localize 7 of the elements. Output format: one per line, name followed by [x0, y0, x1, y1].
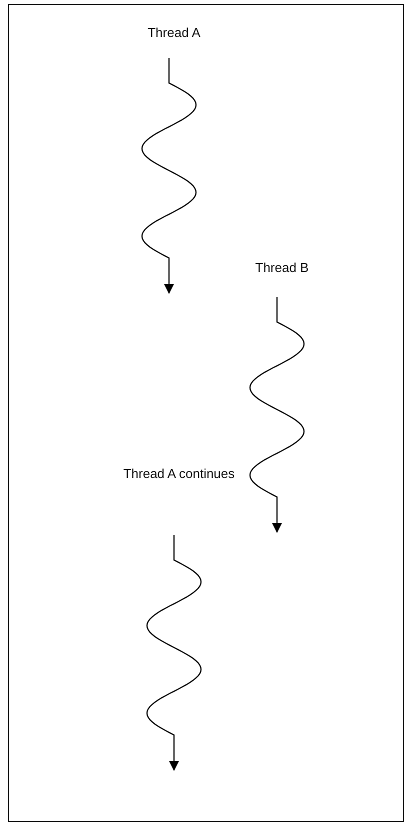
- thread-label: Thread A: [129, 25, 219, 59]
- wavy-arrow: [141, 58, 197, 294]
- wavy-arrow: [146, 535, 202, 771]
- thread-label: Thread B: [237, 260, 327, 298]
- wavy-arrow: [249, 297, 305, 533]
- frame-border: [8, 4, 404, 822]
- thread-label: Thread A continues: [119, 466, 239, 536]
